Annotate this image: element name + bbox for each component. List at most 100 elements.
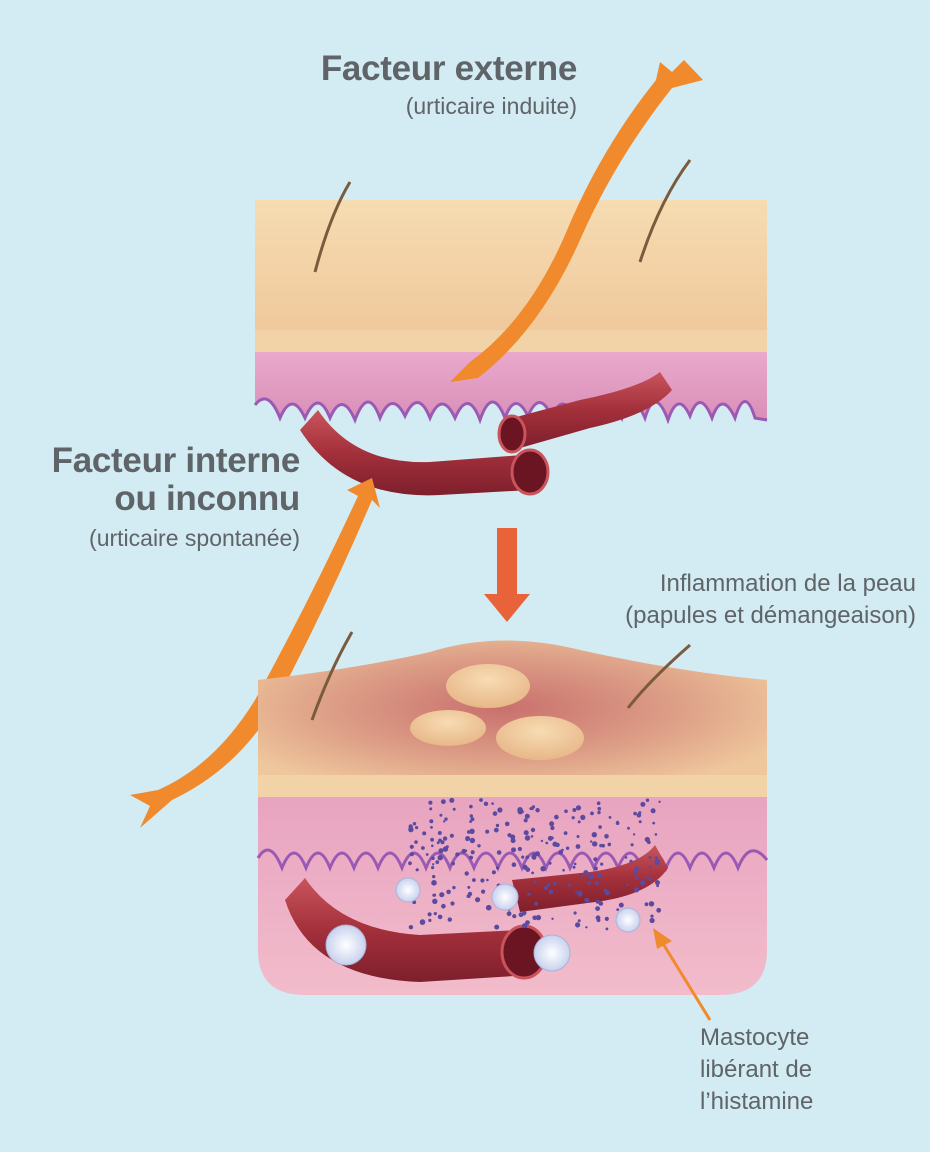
- histamine-dot: [552, 842, 557, 847]
- internal-factor-title-line1: Facteur interne: [8, 442, 300, 480]
- histamine-dot: [549, 862, 552, 865]
- mast-cell-line1: Mastocyte: [700, 1022, 900, 1054]
- histamine-dot: [469, 856, 473, 860]
- histamine-dot: [534, 902, 538, 906]
- histamine-dot: [631, 843, 634, 846]
- histamine-dot: [658, 801, 660, 803]
- histamine-dot: [540, 866, 545, 871]
- histamine-dot: [438, 915, 443, 920]
- histamine-dot: [469, 805, 473, 809]
- histamine-dot: [572, 808, 576, 812]
- histamine-dot: [655, 856, 658, 859]
- histamine-dot: [599, 901, 604, 906]
- mast-cell: [396, 878, 420, 902]
- histamine-dot: [596, 915, 601, 920]
- histamine-dot: [576, 844, 581, 849]
- histamine-dot: [473, 879, 476, 882]
- histamine-dot: [549, 821, 554, 826]
- histamine-dot: [590, 812, 594, 816]
- histamine-dot: [524, 911, 527, 914]
- histamine-dot: [432, 863, 434, 865]
- histamine-dot: [408, 861, 412, 865]
- histamine-dot: [550, 826, 554, 830]
- histamine-dot: [535, 808, 539, 812]
- histamine-dot: [636, 868, 639, 871]
- histamine-dot: [470, 838, 475, 843]
- histamine-dot: [441, 904, 446, 909]
- histamine-dot: [656, 908, 661, 913]
- histamine-dot: [443, 820, 445, 822]
- histamine-dot: [426, 853, 429, 856]
- histamine-dot: [583, 870, 588, 875]
- mast-cell-line3: l’histamine: [700, 1086, 900, 1118]
- histamine-dot: [593, 857, 597, 861]
- histamine-dot: [545, 842, 548, 845]
- histamine-dot: [645, 902, 649, 906]
- histamine-dot: [497, 807, 502, 812]
- histamine-dot: [541, 840, 543, 842]
- histamine-dot: [606, 928, 609, 931]
- histamine-dot: [449, 798, 454, 803]
- histamine-dot: [574, 911, 577, 914]
- histamine-dot: [494, 828, 499, 833]
- immune-cell-large: [534, 935, 570, 971]
- histamine-dot: [531, 835, 534, 838]
- papule: [496, 716, 584, 760]
- vessel-opening-left: [512, 450, 548, 494]
- histamine-dot: [588, 874, 593, 879]
- histamine-dot: [448, 917, 452, 921]
- histamine-dot: [486, 879, 489, 882]
- histamine-dot: [443, 836, 447, 840]
- histamine-dot: [494, 925, 499, 930]
- histamine-dot: [566, 847, 569, 850]
- histamine-dot: [420, 919, 426, 925]
- mast-cell: [616, 908, 640, 932]
- histamine-dot: [408, 827, 413, 832]
- histamine-dot: [544, 886, 548, 890]
- histamine-dot: [588, 882, 591, 885]
- histamine-dot: [431, 866, 434, 869]
- external-factor-subtitle: (urticaire induite): [255, 92, 577, 120]
- inflammation-line2: (papules et démangeaison): [520, 600, 916, 632]
- histamine-dot: [640, 880, 645, 885]
- histamine-dot: [468, 892, 472, 896]
- histamine-dot: [512, 914, 516, 918]
- histamine-dot: [497, 850, 502, 855]
- histamine-dot: [430, 826, 433, 829]
- histamine-dot: [441, 799, 446, 804]
- histamine-dot: [534, 881, 537, 884]
- histamine-dot: [480, 878, 484, 882]
- histamine-dot: [491, 802, 494, 805]
- histamine-dot: [471, 850, 475, 854]
- histamine-dot: [646, 799, 649, 802]
- histamine-dot: [634, 887, 639, 892]
- histamine-dot: [486, 905, 492, 911]
- histamine-dot: [561, 849, 564, 852]
- histamine-dot: [409, 925, 413, 929]
- histamine-dot: [580, 815, 585, 820]
- histamine-dot: [597, 811, 600, 814]
- histamine-dot: [479, 798, 483, 802]
- histamine-dot: [605, 890, 610, 895]
- histamine-dot: [532, 856, 536, 860]
- histamine-dot: [415, 826, 418, 829]
- histamine-dot: [616, 821, 620, 825]
- histamine-dot: [536, 915, 541, 920]
- histamine-dot: [655, 833, 658, 836]
- histamine-dot: [635, 876, 639, 880]
- histamine-dot: [434, 912, 437, 915]
- histamine-dot: [507, 833, 511, 837]
- external-factor-title: Facteur externe: [255, 50, 577, 88]
- histamine-dot: [467, 886, 470, 889]
- histamine-dot: [453, 808, 456, 811]
- histamine-dot: [410, 852, 414, 856]
- histamine-dot: [422, 831, 426, 835]
- histamine-dot: [633, 870, 637, 874]
- histamine-dot: [455, 852, 459, 856]
- histamine-dot: [481, 890, 485, 894]
- histamine-dot: [470, 817, 474, 821]
- histamine-dot: [599, 844, 602, 847]
- histamine-dot: [633, 812, 637, 816]
- histamine-dot: [626, 884, 628, 886]
- mast-cell-label: Mastocyte libérant de l’histamine: [700, 1022, 900, 1118]
